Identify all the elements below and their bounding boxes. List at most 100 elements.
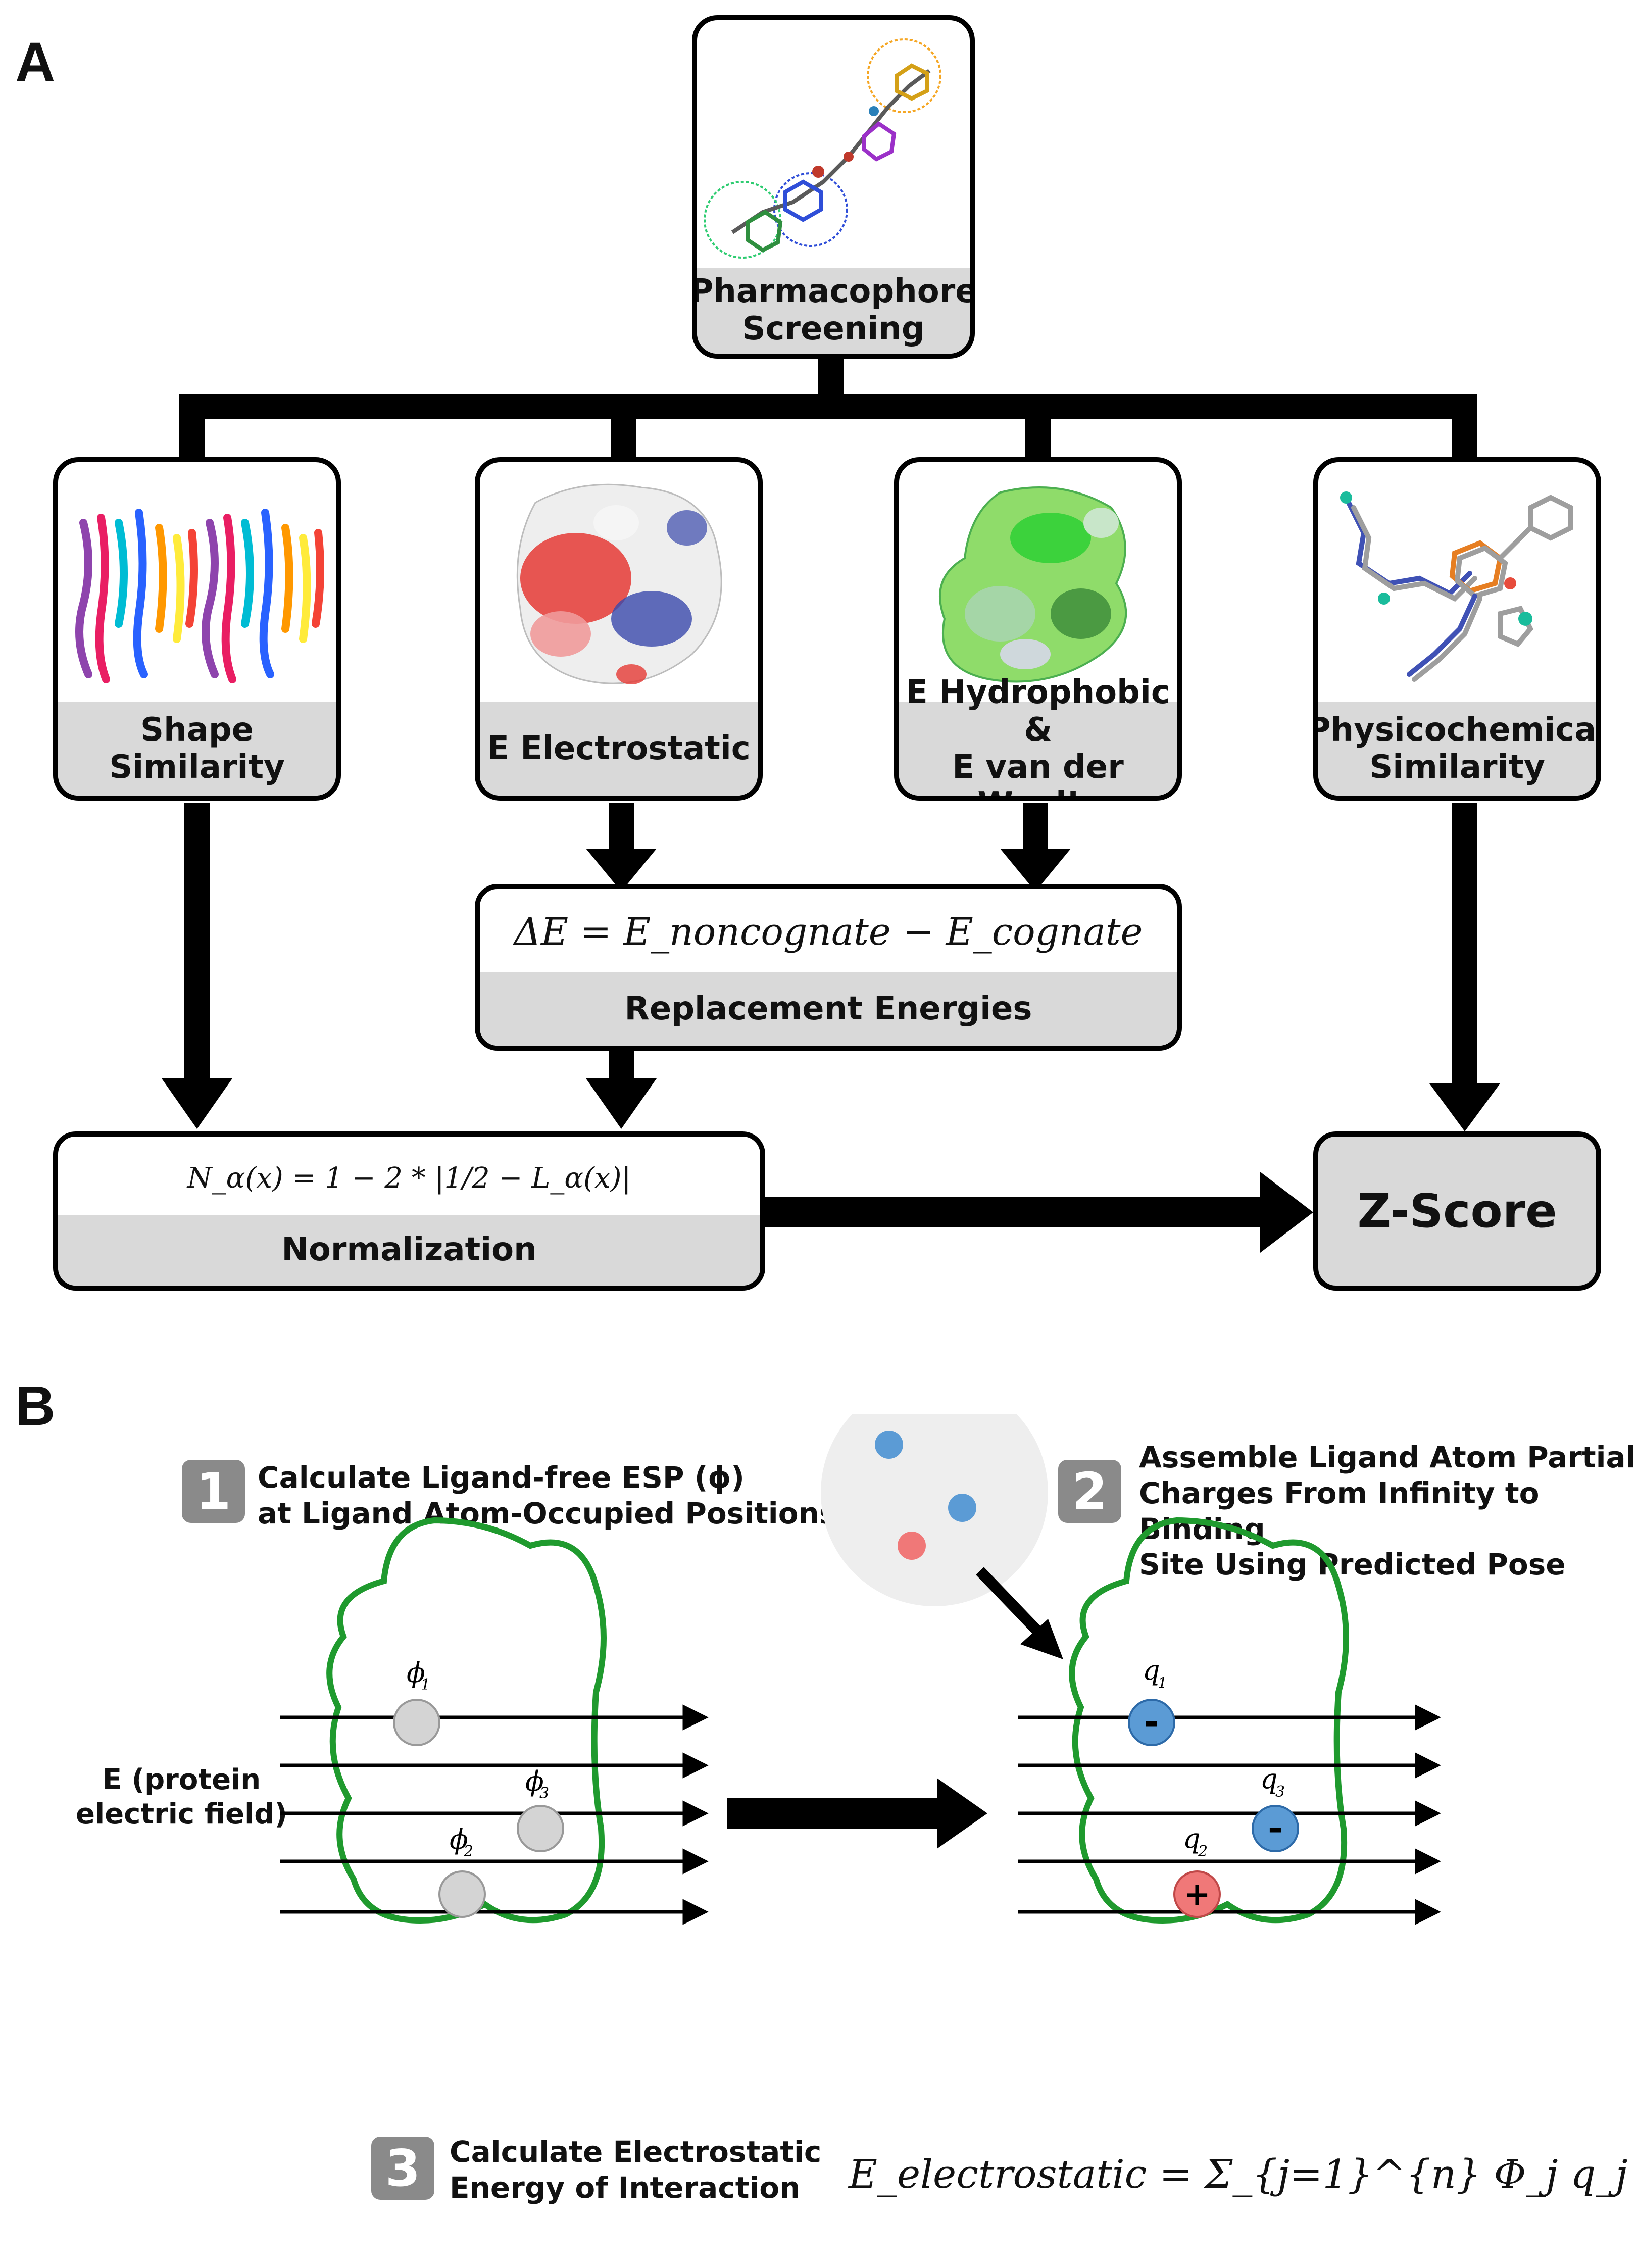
hydrophobic-label: E Hydrophobic & E van der Waal’s bbox=[899, 674, 1177, 796]
q1-label: q bbox=[1143, 1654, 1160, 1686]
step1-text: Calculate Ligand-free ESP (ϕ) at Ligand … bbox=[258, 1460, 836, 1532]
q1-sign: - bbox=[1144, 1699, 1159, 1742]
cloud-blue-charge-1 bbox=[875, 1431, 903, 1459]
right-protein-outline bbox=[1069, 1517, 1349, 1924]
physicochemical-label-line1: Physicochemical bbox=[1313, 711, 1601, 749]
hydrophobic-box: E Hydrophobic & E van der Waal’s bbox=[894, 457, 1182, 801]
replacement-energies-box: ΔE = E_noncognate − E_cognate Replacemen… bbox=[475, 884, 1182, 1051]
pharmacophore-label: Pharmacophore Screening bbox=[697, 268, 970, 354]
right-field-lines bbox=[1018, 1704, 1441, 1925]
shape-similarity-label: Shape Similarity bbox=[58, 702, 336, 796]
panel-a-connectors bbox=[162, 354, 1500, 1253]
electrostatic-label-line1: E Electrostatic bbox=[487, 729, 751, 767]
shape-similarity-label-line2: Similarity bbox=[109, 748, 285, 786]
q3-sign: - bbox=[1268, 1805, 1283, 1848]
replacement-label: Replacement Energies bbox=[480, 972, 1177, 1046]
q1-subscript: 1 bbox=[1158, 1674, 1167, 1692]
pharmacophore-label-line1: Pharmacophore bbox=[692, 273, 975, 311]
phi2-label: ϕ bbox=[450, 1823, 468, 1855]
field-label-line2: electric field) bbox=[76, 1798, 287, 1831]
step3-text: Calculate Electrostatic Energy of Intera… bbox=[450, 2134, 821, 2206]
panel-b-diagram: ϕ 1 ϕ 3 ϕ 2 - - + q 1 q 3 q 2 bbox=[280, 1414, 1441, 1925]
replacement-equation: ΔE = E_noncognate − E_cognate bbox=[480, 889, 1177, 975]
step2-text-line3: Site Using Predicted Pose bbox=[1139, 1547, 1566, 1582]
replacement-equation-text: ΔE = E_noncognate − E_cognate bbox=[514, 910, 1143, 954]
step2-text: Assemble Ligand Atom Partial Charges Fro… bbox=[1139, 1440, 1637, 1583]
arrow-repl-shaft bbox=[609, 1046, 634, 1081]
shape-similarity-image bbox=[75, 509, 324, 683]
arrow-hydro-head bbox=[1000, 849, 1071, 892]
hydrophobic-label-line1: E Hydrophobic & bbox=[906, 674, 1170, 749]
normalization-equation-text: N_α(x) = 1 − 2 * |1/2 − L_α(x)| bbox=[187, 1162, 631, 1195]
step3-text-line1: Calculate Electrostatic bbox=[450, 2135, 822, 2169]
pharmacophore-label-line2: Screening bbox=[742, 310, 925, 348]
phi2-position bbox=[438, 1870, 486, 1918]
electrostatic-box: E Electrostatic bbox=[475, 457, 763, 801]
charge-cloud bbox=[821, 1414, 1048, 1606]
arrow-norm-shaft bbox=[760, 1197, 1265, 1227]
phi1-position bbox=[393, 1699, 440, 1746]
phi3-position bbox=[517, 1805, 564, 1852]
shape-similarity-box: Shape Similarity bbox=[53, 457, 341, 801]
physicochemical-label-line2: Similarity bbox=[1369, 748, 1545, 786]
q3-charge bbox=[1252, 1805, 1299, 1852]
step2-text-line1: Assemble Ligand Atom Partial bbox=[1139, 1440, 1636, 1474]
phi3-label: ϕ bbox=[525, 1765, 544, 1797]
arrow-shape-shaft bbox=[184, 803, 210, 1081]
phi2-subscript: 2 bbox=[463, 1843, 473, 1860]
field-label: E (protein electric field) bbox=[76, 1763, 287, 1832]
arrow-elec-shaft bbox=[609, 803, 634, 854]
cloud-red-charge bbox=[898, 1532, 926, 1560]
step1-text-line1: Calculate Ligand-free ESP (ϕ) bbox=[258, 1460, 745, 1495]
arrow-norm-head bbox=[1260, 1172, 1313, 1253]
step2-text-line2: Charges From Infinity to Binding bbox=[1139, 1475, 1540, 1546]
phi1-label: ϕ bbox=[407, 1657, 425, 1689]
left-protein-outline bbox=[326, 1517, 607, 1924]
connector-bar bbox=[179, 394, 1477, 419]
arrow-repl-head bbox=[586, 1078, 657, 1129]
q1-charge bbox=[1128, 1699, 1175, 1746]
normalization-label-text: Normalization bbox=[281, 1231, 537, 1269]
transfer-arrow-shaft bbox=[727, 1798, 939, 1829]
arrow-elec-head bbox=[586, 849, 657, 892]
energy-equation: E_electrostatic = Σ_{j=1}^{n} Φ_j q_j bbox=[849, 2152, 1628, 2197]
hydrophobic-label-line2: E van der Waal’s bbox=[952, 748, 1124, 796]
q3-label: q bbox=[1260, 1763, 1278, 1795]
step3-text-line2: Energy of Interaction bbox=[450, 2170, 801, 2205]
arrow-hydro-shaft bbox=[1023, 803, 1048, 854]
arrow-phys-head bbox=[1429, 1083, 1500, 1131]
electrostatic-label: E Electrostatic bbox=[480, 702, 758, 796]
cloud-arrow-head bbox=[1020, 1619, 1063, 1659]
q3-subscript: 3 bbox=[1275, 1783, 1285, 1801]
physicochemical-label: Physicochemical Similarity bbox=[1318, 702, 1596, 796]
electrostatic-surface-image bbox=[516, 483, 722, 684]
arrow-shape-head bbox=[162, 1078, 232, 1129]
cloud-arrow-shaft bbox=[976, 1567, 1045, 1638]
transfer-arrow-head bbox=[937, 1778, 987, 1849]
pharmacophore-box: Pharmacophore Screening bbox=[692, 15, 975, 359]
step1-text-line2: at Ligand Atom-Occupied Positions bbox=[258, 1496, 837, 1531]
field-label-line1: E (protein bbox=[102, 1763, 261, 1796]
normalization-label: Normalization bbox=[58, 1215, 760, 1286]
q2-sign: + bbox=[1183, 1876, 1211, 1913]
pharmacophore-molecule-image bbox=[704, 38, 941, 259]
q2-subscript: 2 bbox=[1198, 1843, 1208, 1860]
physicochemical-box: Physicochemical Similarity bbox=[1313, 457, 1601, 801]
q2-label: q bbox=[1183, 1822, 1201, 1854]
q2-charge bbox=[1173, 1870, 1221, 1918]
normalization-box: N_α(x) = 1 − 2 * |1/2 − L_α(x)| Normaliz… bbox=[53, 1131, 765, 1291]
normalization-equation: N_α(x) = 1 − 2 * |1/2 − L_α(x)| bbox=[58, 1137, 760, 1220]
cloud-blue-charge-2 bbox=[948, 1494, 976, 1522]
zscore-label: Z-Score bbox=[1357, 1184, 1557, 1238]
replacement-label-text: Replacement Energies bbox=[624, 990, 1032, 1027]
panel-a-letter: A bbox=[15, 31, 56, 93]
left-field-lines bbox=[280, 1704, 709, 1925]
step2-number: 2 bbox=[1058, 1460, 1121, 1523]
hydrophobic-surface-image bbox=[939, 486, 1127, 683]
step3-number: 3 bbox=[371, 2137, 434, 2200]
step1-number: 1 bbox=[182, 1460, 245, 1523]
physicochemical-molecule-image bbox=[1340, 491, 1573, 682]
phi1-subscript: 1 bbox=[421, 1676, 430, 1694]
arrow-phys-shaft bbox=[1452, 803, 1477, 1086]
shape-similarity-label-line1: Shape bbox=[140, 711, 254, 749]
